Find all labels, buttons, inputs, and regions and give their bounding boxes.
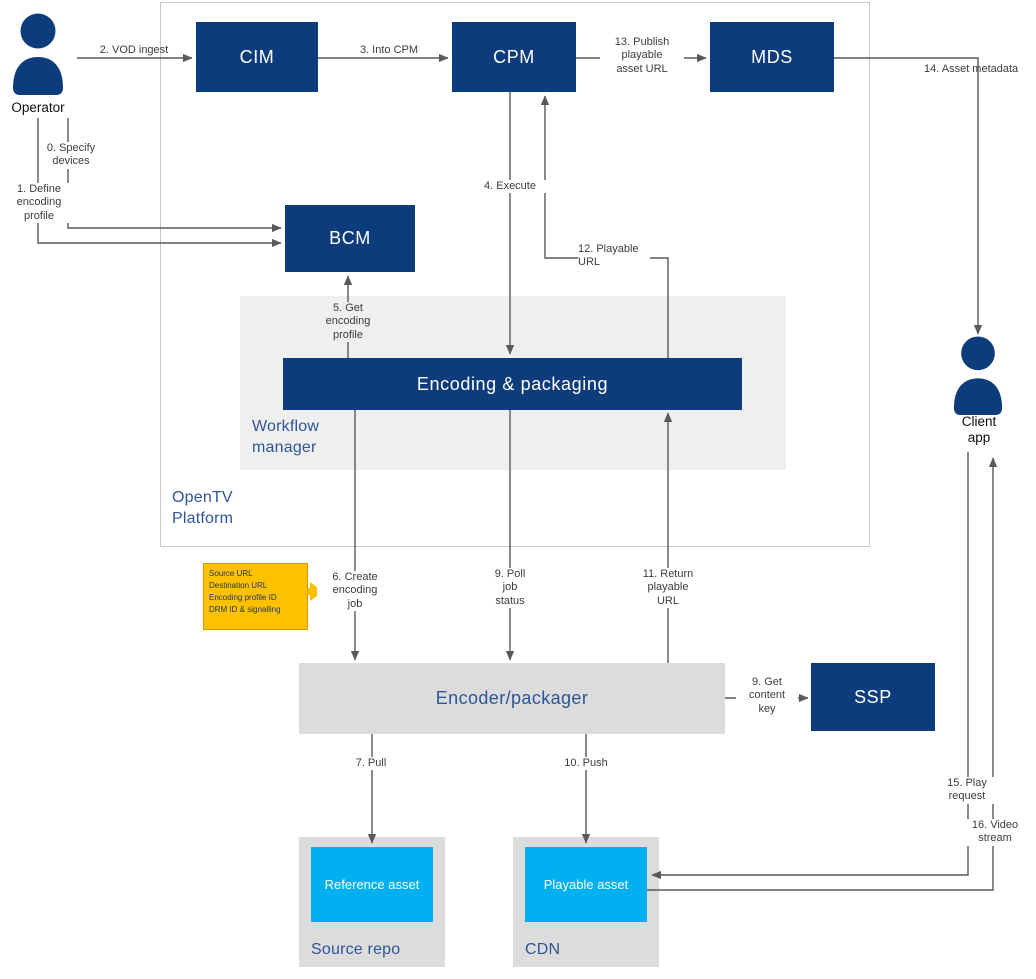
edge-label-into-cpm: 3. Into CPM [359,44,419,56]
opentv-platform-label: OpenTV Platform [172,489,234,527]
source-repo-label: Source repo [311,941,401,958]
node-reference-asset: Reference asset [311,847,433,922]
node-bcm: BCM [285,205,415,272]
edge-label-publish-url: 13. Publish playable asset URL [600,36,684,77]
edge-1-define-profile-line [37,118,282,248]
job-parameters-note: Source URL Destination URL Encoding prof… [203,563,308,630]
node-cim: CIM [196,22,318,92]
node-playable-asset: Playable asset [525,847,647,922]
edge-label-poll-status: 9. Poll job status [472,568,548,609]
node-ssp: SSP [811,663,935,731]
operator-icon [11,13,65,100]
node-cpm: CPM [452,22,576,92]
edge-label-video-stream: 16. Video stream [964,819,1026,846]
node-encoding-packaging: Encoding & packaging [283,358,742,410]
edge-label-play-request: 15. Play request [936,777,998,804]
cdn-label: CDN [525,941,561,958]
workflow-manager-label: Workflow manager [252,418,320,456]
edge-label-execute: 4. Execute [472,180,548,194]
edge-0-specify-devices-line [67,118,282,233]
edge-15-play-request-line [651,452,969,880]
edge-label-asset-metadata: 14. Asset metadata [924,63,1019,75]
edge-14-asset-metadata-line [834,57,983,335]
edge-label-push: 10. Push [556,757,616,771]
edge-label-return-url: 11. Return playable URL [628,568,708,609]
edge-label-create-job: 6. Create encoding job [317,571,393,612]
edge-12-playable-url-line [540,95,669,358]
note-line-destination-url: Destination URL [209,581,268,590]
edge-16-video-stream-line [647,457,998,891]
edge-label-pull: 7. Pull [342,757,400,771]
client-app-label: Client app [961,414,997,446]
edge-label-get-profile: 5. Get encoding profile [310,302,386,343]
note-line-profile-id: Encoding profile ID [209,593,277,602]
note-line-drm: DRM ID & signalling [209,605,281,614]
edge-label-vod-ingest: 2. VOD ingest [99,44,169,56]
client-app-icon [952,336,1004,420]
node-encoder-packager: Encoder/packager [299,663,725,734]
edge-label-get-key: 9. Get content key [736,676,798,717]
node-mds: MDS [710,22,834,92]
edge-label-specify-devices: 0. Specify devices [42,142,100,169]
note-arrow-icon [297,582,323,601]
edge-label-playable-url: 12. Playable URL [578,243,650,270]
edge-label-define-profile: 1. Define encoding profile [8,183,70,224]
operator-label: Operator [11,100,65,115]
note-line-source-url: Source URL [209,569,253,578]
